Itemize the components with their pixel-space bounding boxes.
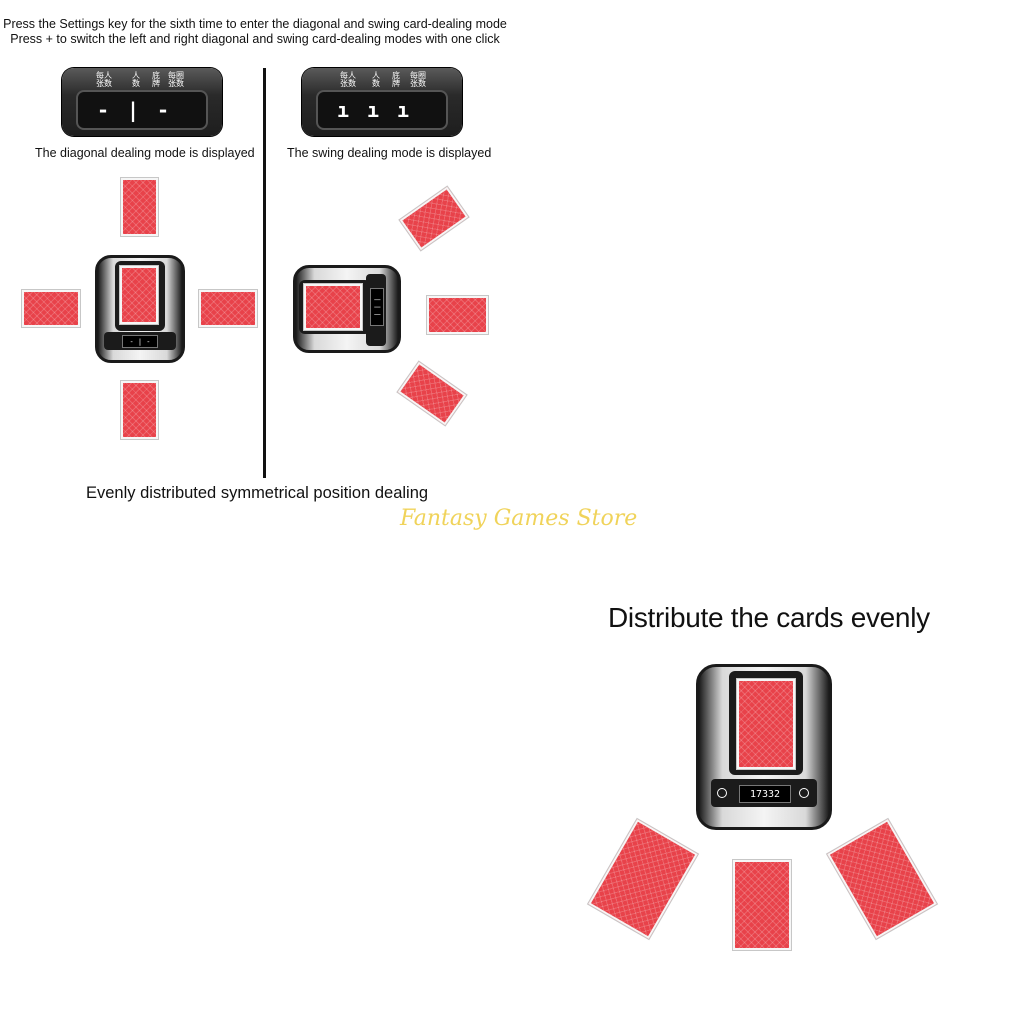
card-left — [22, 290, 80, 327]
button-icon — [717, 788, 727, 798]
panel-label-1: 每人张数 — [96, 71, 112, 88]
symmetrical-dealing-caption: Evenly distributed symmetrical position … — [86, 484, 429, 502]
diagonal-mode-display-panel: 每人张数 人数 底牌 每圈张数 -|- — [62, 68, 222, 136]
panel-label-4: 每圈张数 — [168, 71, 184, 88]
panel-label-2: 人数 — [132, 71, 140, 88]
card-swing-top — [399, 186, 469, 251]
led-display: | | | — [370, 288, 384, 326]
store-watermark: Fantasy Games Store — [400, 506, 638, 531]
instruction-line-2: Press + to switch the left and right dia… — [10, 32, 500, 46]
swing-mode-caption: The swing dealing mode is displayed — [287, 146, 492, 160]
led-display: - | - — [122, 335, 158, 348]
distribute-evenly-title: Distribute the cards evenly — [608, 602, 930, 633]
panel-label-3: 底牌 — [392, 71, 400, 88]
panel-label-2: 人数 — [372, 71, 380, 88]
card-bottom-right — [827, 819, 937, 939]
panel-labels: 每人张数 人数 底牌 每圈张数 — [302, 72, 462, 88]
card-dealer-machine-diagonal: - | - — [95, 255, 185, 363]
card-in-dealer — [120, 266, 158, 324]
card-bottom — [121, 381, 158, 439]
card-bottom-left — [588, 819, 698, 939]
card-swing-middle — [427, 296, 488, 334]
display-screen: -|- — [76, 90, 208, 130]
display-digits: ııı — [336, 98, 428, 122]
led-display: 17332 — [739, 785, 791, 803]
card-bottom-center — [733, 860, 791, 950]
panel-label-4: 每圈张数 — [410, 71, 426, 88]
panel-label-3: 底牌 — [152, 71, 160, 88]
panel-labels: 每人张数 人数 底牌 每圈张数 — [62, 72, 222, 88]
card-dealer-machine-swing: | | | — [293, 265, 401, 353]
diagonal-mode-caption: The diagonal dealing mode is displayed — [35, 146, 255, 160]
display-digits: -|- — [96, 98, 188, 122]
panel-label-1: 每人张数 — [340, 71, 356, 88]
section-divider — [263, 68, 266, 478]
card-top — [121, 178, 158, 236]
display-screen: ııı — [316, 90, 448, 130]
play-button-icon — [799, 788, 809, 798]
swing-mode-display-panel: 每人张数 人数 底牌 每圈张数 ııı — [302, 68, 462, 136]
card-dealer-machine-large: 17332 — [696, 664, 832, 830]
card-swing-bottom — [397, 361, 467, 426]
instruction-line-1: Press the Settings key for the sixth tim… — [3, 17, 507, 31]
card-in-dealer — [304, 284, 362, 330]
card-in-dealer — [737, 679, 795, 769]
card-right — [199, 290, 257, 327]
